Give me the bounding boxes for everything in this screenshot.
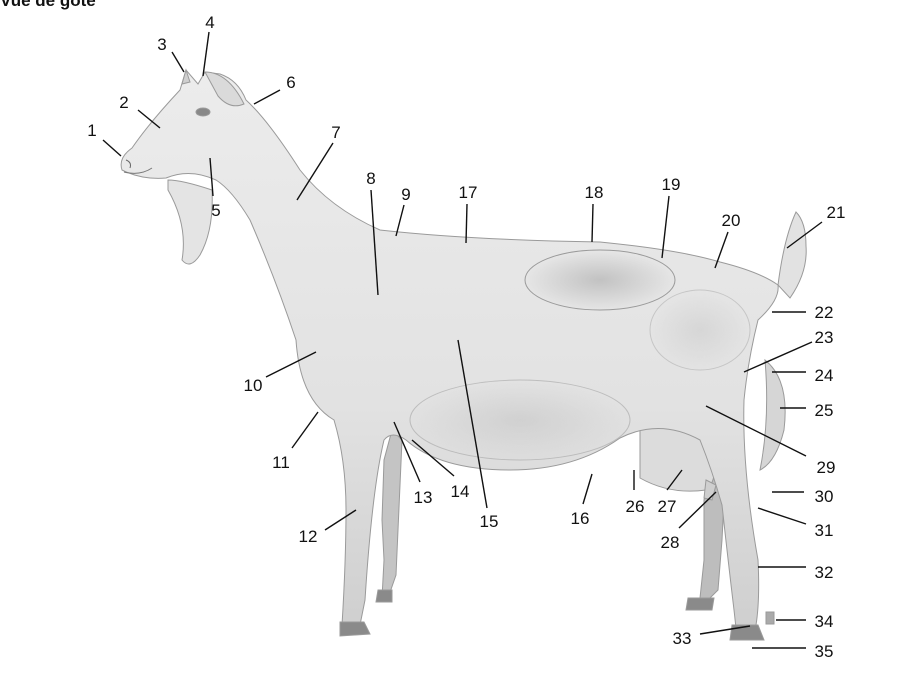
label-6: 6 <box>286 73 295 92</box>
label-23: 23 <box>815 328 834 347</box>
label-16: 16 <box>571 509 590 528</box>
label-24: 24 <box>815 366 834 385</box>
label-17: 17 <box>459 183 478 202</box>
label-18: 18 <box>585 183 604 202</box>
label-32: 32 <box>815 563 834 582</box>
label-35: 35 <box>815 642 834 661</box>
label-34: 34 <box>815 612 834 631</box>
goat-illustration <box>121 70 806 640</box>
label-15: 15 <box>480 512 499 531</box>
label-1: 1 <box>87 121 96 140</box>
label-33: 33 <box>673 629 692 648</box>
label-8: 8 <box>366 169 375 188</box>
label-29: 29 <box>817 458 836 477</box>
label-10: 10 <box>244 376 263 395</box>
label-7: 7 <box>331 123 340 142</box>
label-26: 26 <box>626 497 645 516</box>
label-19: 19 <box>662 175 681 194</box>
label-21: 21 <box>827 203 846 222</box>
label-2: 2 <box>119 93 128 112</box>
label-25: 25 <box>815 401 834 420</box>
label-20: 20 <box>722 211 741 230</box>
label-13: 13 <box>414 488 433 507</box>
label-9: 9 <box>401 185 410 204</box>
label-27: 27 <box>658 497 677 516</box>
label-30: 30 <box>815 487 834 506</box>
label-31: 31 <box>815 521 834 540</box>
label-5: 5 <box>211 201 220 220</box>
label-3: 3 <box>157 35 166 54</box>
label-28: 28 <box>661 533 680 552</box>
label-12: 12 <box>299 527 318 546</box>
label-11: 11 <box>272 453 290 472</box>
label-4: 4 <box>205 13 214 32</box>
label-22: 22 <box>815 303 834 322</box>
label-14: 14 <box>451 482 470 501</box>
